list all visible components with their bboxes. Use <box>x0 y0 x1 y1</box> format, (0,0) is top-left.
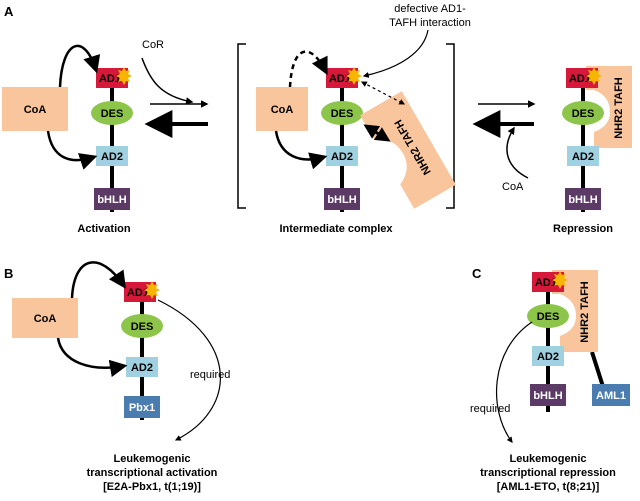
cor-label: CoR <box>142 39 164 51</box>
caption-intermediate: Intermediate complex <box>279 223 393 235</box>
ad1-label: AD1 <box>535 277 557 289</box>
equilibrium-1: CoR <box>141 39 209 138</box>
des-label: DES <box>537 311 560 323</box>
ad2-box <box>567 146 599 166</box>
coa-text: CoA <box>502 181 524 193</box>
coa-label: CoA <box>271 104 294 116</box>
des-label: DES <box>572 108 595 120</box>
caption-activation: Activation <box>77 223 130 235</box>
panel-a-label: A <box>4 4 14 19</box>
ad2-label: AD2 <box>331 151 353 163</box>
des-ellipse <box>562 101 604 125</box>
left-bracket <box>237 43 246 209</box>
star-icon <box>144 281 160 299</box>
caption-c-line3: [AML1-ETO, t(8;21)] <box>497 481 600 493</box>
bhlh-label: bHLH <box>97 194 126 206</box>
tafh-label: NHR2 TAFH <box>613 77 625 139</box>
intermediate-complex: CoA AD1 DES AD2 bHLH NHR2 TAFH defective… <box>256 3 471 235</box>
caption-b-line3: [E2A-Pbx1, t(1;19)] <box>103 481 201 493</box>
caption-repression: Repression <box>553 223 613 235</box>
required-label: required <box>190 369 230 381</box>
star-icon <box>552 271 568 289</box>
des-ellipse <box>91 101 133 125</box>
des-tafh-arrow <box>363 124 391 142</box>
star-icon <box>116 67 132 85</box>
pbx1-label: Pbx1 <box>129 402 155 414</box>
caption-c-line1: Leukemogenic <box>509 453 586 465</box>
required-arrow <box>157 299 221 441</box>
bhlh-label: bHLH <box>327 194 356 206</box>
bhlh-label: bHLH <box>568 194 597 206</box>
tafh-label: NHR2 TAFH <box>579 281 591 343</box>
ad2-box <box>326 146 358 166</box>
coa-ad1-arrow <box>58 44 101 88</box>
ad2-label: AD2 <box>101 151 123 163</box>
bhlh-box <box>565 188 601 210</box>
coa-ad1-dashed-arrow <box>288 50 328 88</box>
ad2-label: AD2 <box>572 151 594 163</box>
ad1-label: AD1 <box>99 73 121 85</box>
ad2-box <box>532 346 564 366</box>
pbx1-box <box>124 396 160 418</box>
coa-ad1-arrow <box>70 261 126 299</box>
star-icon <box>586 67 602 85</box>
bhlh-box <box>530 384 566 406</box>
coa-box <box>256 87 308 131</box>
equilibrium-2: CoA <box>472 100 536 193</box>
required-arrow <box>496 321 533 443</box>
panel-c-label: C <box>472 266 482 281</box>
aml1-label: AML1 <box>596 390 626 402</box>
coa-box <box>12 298 78 338</box>
coa-arrow <box>506 126 529 179</box>
tafh-domain: NHR2 TAFH <box>360 91 456 209</box>
defective-label-line2: TAFH interaction <box>389 17 471 29</box>
bhlh-label: bHLH <box>533 390 562 402</box>
bhlh-box <box>94 188 130 210</box>
star-icon <box>346 67 362 85</box>
des-label: DES <box>331 108 354 120</box>
caption-b-line2: transcriptional activation <box>87 467 218 479</box>
coa-label: CoA <box>34 313 57 325</box>
defective-label-line1: defective AD1- <box>394 3 466 15</box>
defective-interaction-arrow <box>360 81 406 105</box>
cor-arrow <box>141 57 194 105</box>
panel-b-label: B <box>4 266 13 281</box>
required-label: required <box>470 403 510 415</box>
repression-complex: NHR2 TAFH AD1 DES AD2 bHLH Repression <box>553 66 632 235</box>
des-ellipse <box>527 304 569 328</box>
ad2-label: AD2 <box>537 351 559 363</box>
des-label: DES <box>131 321 154 333</box>
coa-ad2-arrow <box>274 130 328 170</box>
bhlh-box <box>324 188 360 210</box>
ad2-box <box>96 146 128 166</box>
ad2-label: AD2 <box>131 362 153 374</box>
right-bracket <box>446 43 455 209</box>
coa-ad2-arrow <box>46 130 98 170</box>
caption-b-line1: Leukemogenic <box>113 453 190 465</box>
panel-c-complex: NHR2 TAFH AD1 DES AD2 bHLH AML1 required… <box>470 270 630 493</box>
ad1-label: AD1 <box>329 73 351 85</box>
coa-label: CoA <box>24 104 47 116</box>
des-label: DES <box>101 108 124 120</box>
caption-c-line2: transcriptional repression <box>480 467 616 479</box>
ad1-label: AD1 <box>127 287 149 299</box>
panel-b-complex: CoA AD1 DES AD2 Pbx1 required Leukemogen… <box>12 261 230 493</box>
activation-complex: CoA AD1 DES AD2 bHLH Activation <box>2 44 133 235</box>
des-ellipse <box>321 101 363 125</box>
coa-ad2-arrow <box>56 337 128 378</box>
ad2-box <box>126 357 158 377</box>
aml1-box <box>592 384 630 406</box>
ad1-label: AD1 <box>569 73 591 85</box>
defective-pointer-arrow <box>362 29 429 78</box>
coa-box <box>2 87 68 131</box>
des-ellipse <box>121 314 163 338</box>
